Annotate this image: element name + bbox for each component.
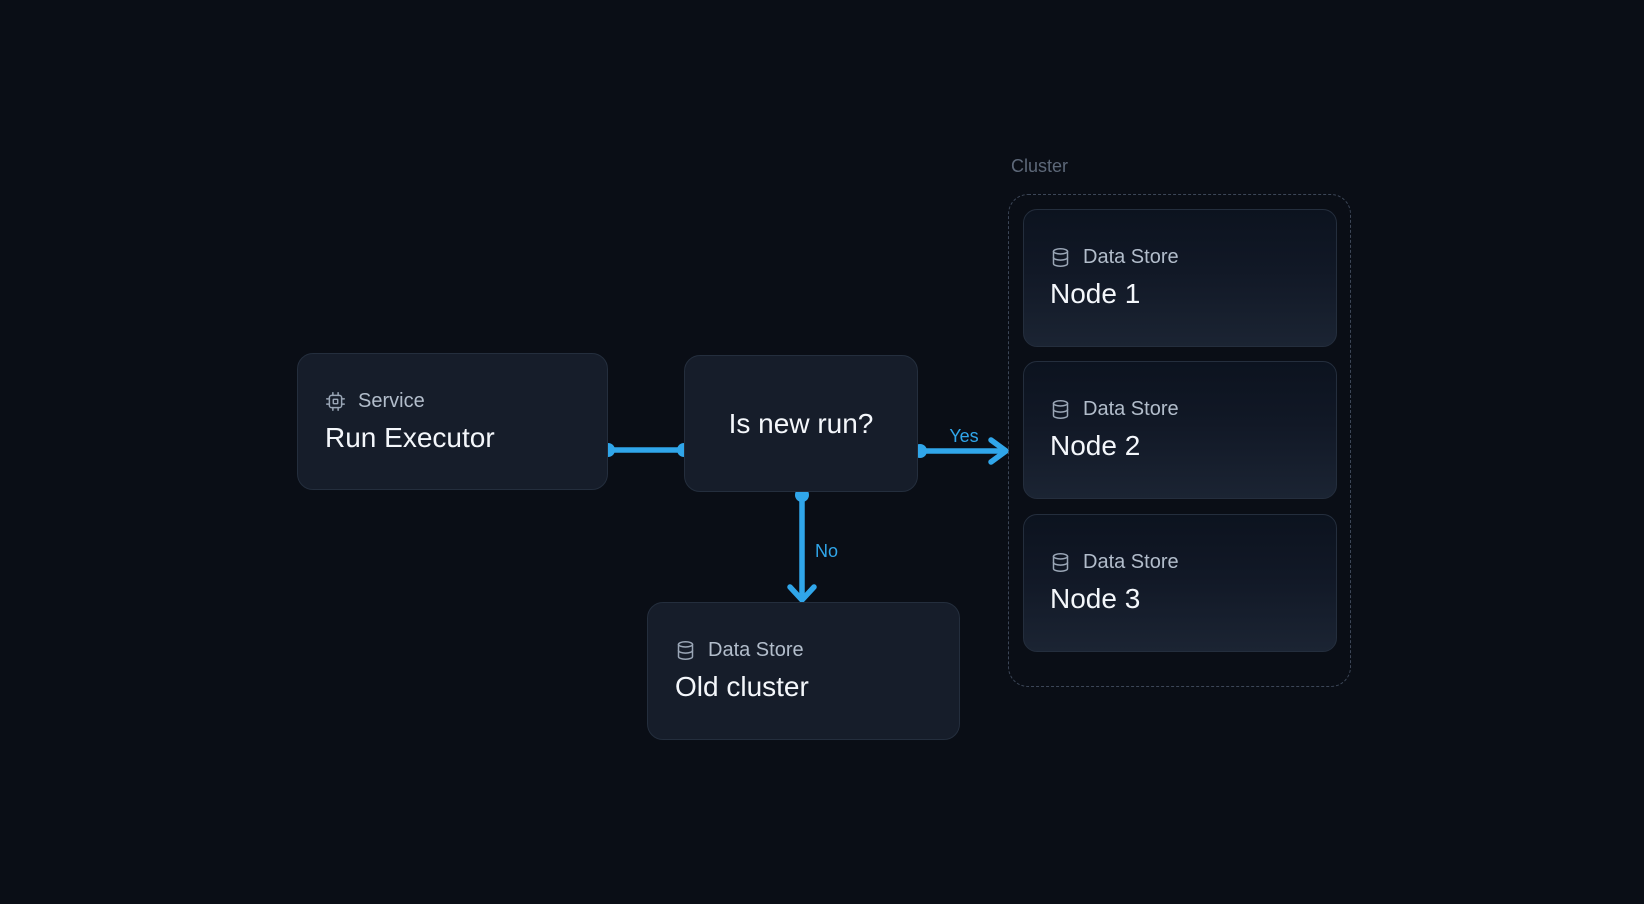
edge-label-yes: Yes [949,426,978,446]
node-type-label: Data Store [708,639,804,661]
node-type-label: Data Store [1083,246,1179,268]
arrowhead-down-icon [787,584,817,603]
node-name: Node 2 [1050,430,1141,461]
node-name: Old cluster [675,671,809,702]
cluster-group[interactable]: Data Store Node 1 Data Store Node 2 [1008,194,1351,687]
node-type-label: Data Store [1083,398,1179,420]
node-type-label: Data Store [1083,551,1179,573]
node-data-store-old-cluster[interactable]: Data Store Old cluster [647,602,960,740]
edge-service-to-decision [601,443,691,457]
database-icon [1050,247,1071,268]
database-icon [675,640,696,661]
node-type-row: Data Store [1050,246,1310,269]
cluster-group-label: Cluster [1011,156,1069,176]
database-icon [1050,399,1071,420]
node-service-run-executor[interactable]: Service Run Executor [297,353,608,490]
edge-label-no: No [815,541,838,561]
node-type-row: Service [325,390,580,413]
node-name: Node 1 [1050,278,1141,309]
arrowhead-right-icon [988,437,1009,465]
node-data-store-node-2[interactable]: Data Store Node 2 [1023,361,1337,499]
node-name: Run Executor [325,421,495,453]
cpu-icon [325,391,346,412]
edge-decision-to-cluster-yes: Yes [913,426,1009,465]
decision-question: Is new run? [728,407,874,439]
node-type-row: Data Store [1050,551,1310,574]
edge-decision-to-old-no: No [787,488,838,603]
database-icon [1050,552,1071,573]
node-data-store-node-3[interactable]: Data Store Node 3 [1023,514,1337,652]
node-decision-is-new-run[interactable]: Is new run? [684,355,918,492]
node-type-label: Service [358,389,425,412]
node-name: Node 3 [1050,583,1141,614]
node-type-row: Data Store [675,639,932,662]
node-type-row: Data Store [1050,398,1310,421]
node-data-store-node-1[interactable]: Data Store Node 1 [1023,209,1337,347]
